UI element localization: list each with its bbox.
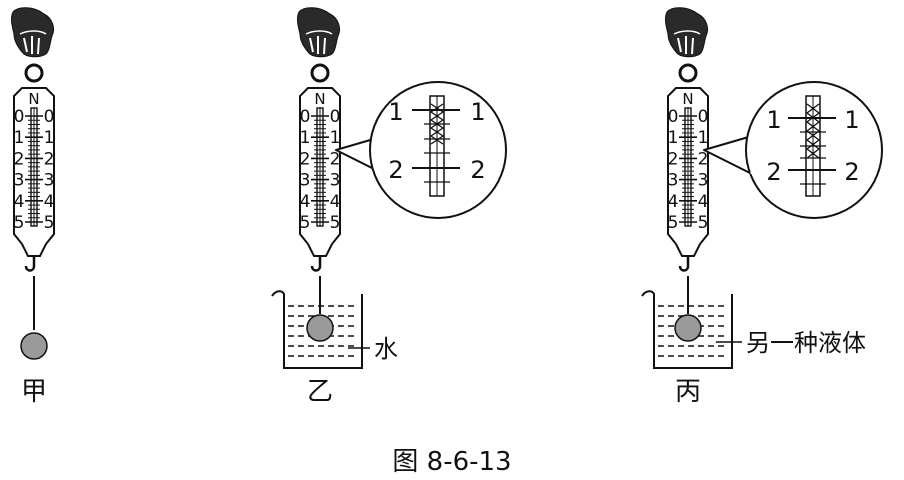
magnifier-lower-right: 2 (844, 158, 859, 186)
scale-tick-label: 5 (300, 213, 311, 233)
scale-tick-label: 3 (668, 171, 679, 191)
magnifier-lower-right: 2 (470, 156, 485, 184)
hook (310, 256, 322, 314)
scale-tick-label: 2 (330, 149, 341, 169)
scale-tick-label: 5 (14, 213, 25, 233)
scale-tick-label: 0 (330, 107, 341, 127)
scale-tick-label: 0 (14, 107, 25, 127)
scale-tick-label: 5 (698, 213, 709, 233)
hook (24, 256, 36, 330)
scale-tick-label: 0 (698, 107, 709, 127)
hand-icon (296, 7, 341, 58)
scale-tick-label: 5 (668, 213, 679, 233)
metal-ball (20, 332, 48, 360)
liquid-label-other: 另一种液体 (746, 329, 866, 357)
hook (678, 256, 690, 314)
scale-ring (678, 63, 698, 83)
scale-tick-marks (679, 115, 697, 223)
scale-tick-marks (311, 115, 329, 223)
scale-tick-label: 1 (330, 128, 341, 148)
scale-tick-label: 0 (44, 107, 55, 127)
magnifier-upper-right: 1 (470, 98, 485, 126)
panel-label-yi: 乙 (307, 377, 333, 407)
panel-label-bing: 丙 (675, 377, 701, 407)
scale-unit-letter: N (682, 90, 693, 108)
scale-tick-label: 4 (300, 192, 311, 212)
scale-tick-label: 2 (14, 149, 25, 169)
magnifier-lower-left: 2 (388, 156, 403, 184)
scale-ring (310, 63, 330, 83)
scale-tick-label: 5 (44, 213, 55, 233)
scale-tick-label: 2 (44, 149, 55, 169)
scale-ring (24, 63, 44, 83)
scale-tick-marks (25, 115, 43, 223)
scale-tick-label: 4 (698, 192, 709, 212)
liquid-label-water: 水 (374, 335, 398, 363)
scale-tick-label: 1 (698, 128, 709, 148)
scale-unit-letter: N (314, 90, 325, 108)
metal-ball (674, 314, 702, 342)
scale-tick-label: 3 (698, 171, 709, 191)
magnifier-callout: 1 1 2 2 (335, 81, 507, 219)
scale-unit-letter: N (28, 90, 39, 108)
scale-tick-label: 1 (668, 128, 679, 148)
metal-ball (306, 314, 334, 342)
scale-tick-label: 1 (300, 128, 311, 148)
hand-icon (10, 7, 55, 58)
magnifier-lower-left: 2 (766, 158, 781, 186)
scale-tick-label: 3 (44, 171, 55, 191)
magnifier-upper-right: 1 (844, 106, 859, 134)
magnifier-callout: 1 1 2 2 (703, 81, 883, 219)
scale-tick-label: 0 (300, 107, 311, 127)
scale-tick-label: 2 (698, 149, 709, 169)
hand-icon (664, 7, 709, 58)
scale-tick-label: 4 (44, 192, 55, 212)
scale-tick-label: 3 (300, 171, 311, 191)
scale-tick-label: 3 (330, 171, 341, 191)
scale-tick-label: 1 (14, 128, 25, 148)
magnifier-upper-left: 1 (766, 106, 781, 134)
scale-tick-label: 4 (14, 192, 25, 212)
scale-tick-label: 1 (44, 128, 55, 148)
scale-tick-label: 4 (330, 192, 341, 212)
scale-tick-label: 5 (330, 213, 341, 233)
magnifier-upper-left: 1 (388, 98, 403, 126)
scale-tick-label: 3 (14, 171, 25, 191)
panel-label-jia: 甲 (21, 377, 47, 407)
scale-tick-label: 2 (668, 149, 679, 169)
figure-caption: 图 8-6-13 (392, 447, 511, 477)
scale-tick-label: 0 (668, 107, 679, 127)
scale-tick-label: 4 (668, 192, 679, 212)
scale-tick-label: 2 (300, 149, 311, 169)
